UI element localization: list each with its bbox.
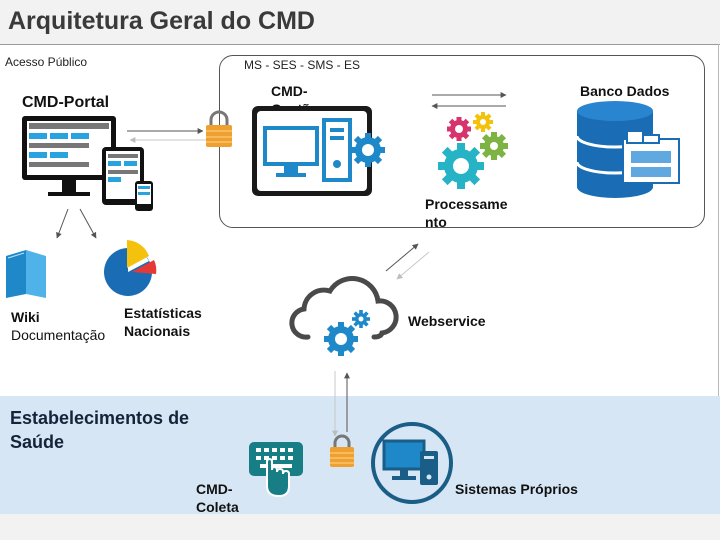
ministry-label: MS - SES - SMS - ES — [244, 58, 361, 72]
computer-circle-icon — [371, 422, 453, 504]
webservice-label: Webservice — [408, 313, 486, 329]
statistics-label-line1: Estatísticas — [124, 305, 202, 321]
statistics-label-line2: Nacionais — [124, 323, 191, 339]
public-access-zone — [0, 44, 719, 396]
wiki-label: Wiki — [11, 309, 40, 325]
portal-label: CMD-Portal — [22, 94, 110, 111]
computer-gear-icon — [252, 106, 385, 196]
health-establishments-title: Estabelecimentos de Saúde — [10, 406, 189, 454]
processing-label-line2: nto — [425, 214, 447, 230]
lock-icon — [330, 434, 354, 467]
gestao-label-line1: CMD- — [271, 83, 308, 99]
keyboard-hand-icon — [249, 442, 303, 498]
health-title-line1: Estabelecimentos de — [10, 408, 190, 428]
portal-outputs-arrows — [56, 208, 97, 239]
title-bar — [0, 0, 720, 44]
lock-icon — [206, 110, 232, 147]
book-icon — [6, 250, 46, 298]
footer-band — [0, 514, 720, 540]
documentation-label: Documentação — [11, 327, 106, 343]
page-title: Arquitetura Geral do CMD — [8, 7, 315, 35]
health-establishments-zone — [0, 396, 720, 514]
coleta-label-line1: CMD- — [196, 481, 233, 497]
gears-icon — [438, 112, 508, 189]
processing-label-line1: Processame — [425, 196, 508, 212]
coleta-label-line2: Coleta — [196, 499, 239, 515]
database-icon — [575, 101, 680, 198]
cloud-gear-icon — [289, 276, 399, 356]
coleta-webservice-arrows — [332, 371, 350, 437]
gestao-processing-arrows — [431, 92, 507, 109]
health-title-line2: Saúde — [10, 432, 65, 452]
own-systems-label: Sistemas Próprios — [455, 481, 578, 497]
database-label: Banco Dados — [580, 83, 670, 99]
pie-chart-icon — [104, 240, 157, 296]
title-divider — [0, 44, 720, 45]
portal-gestao-arrows — [127, 128, 206, 143]
devices-icon — [22, 116, 153, 211]
public-access-label: Acesso Público — [5, 55, 88, 69]
webservice-processing-arrows — [385, 243, 430, 280]
